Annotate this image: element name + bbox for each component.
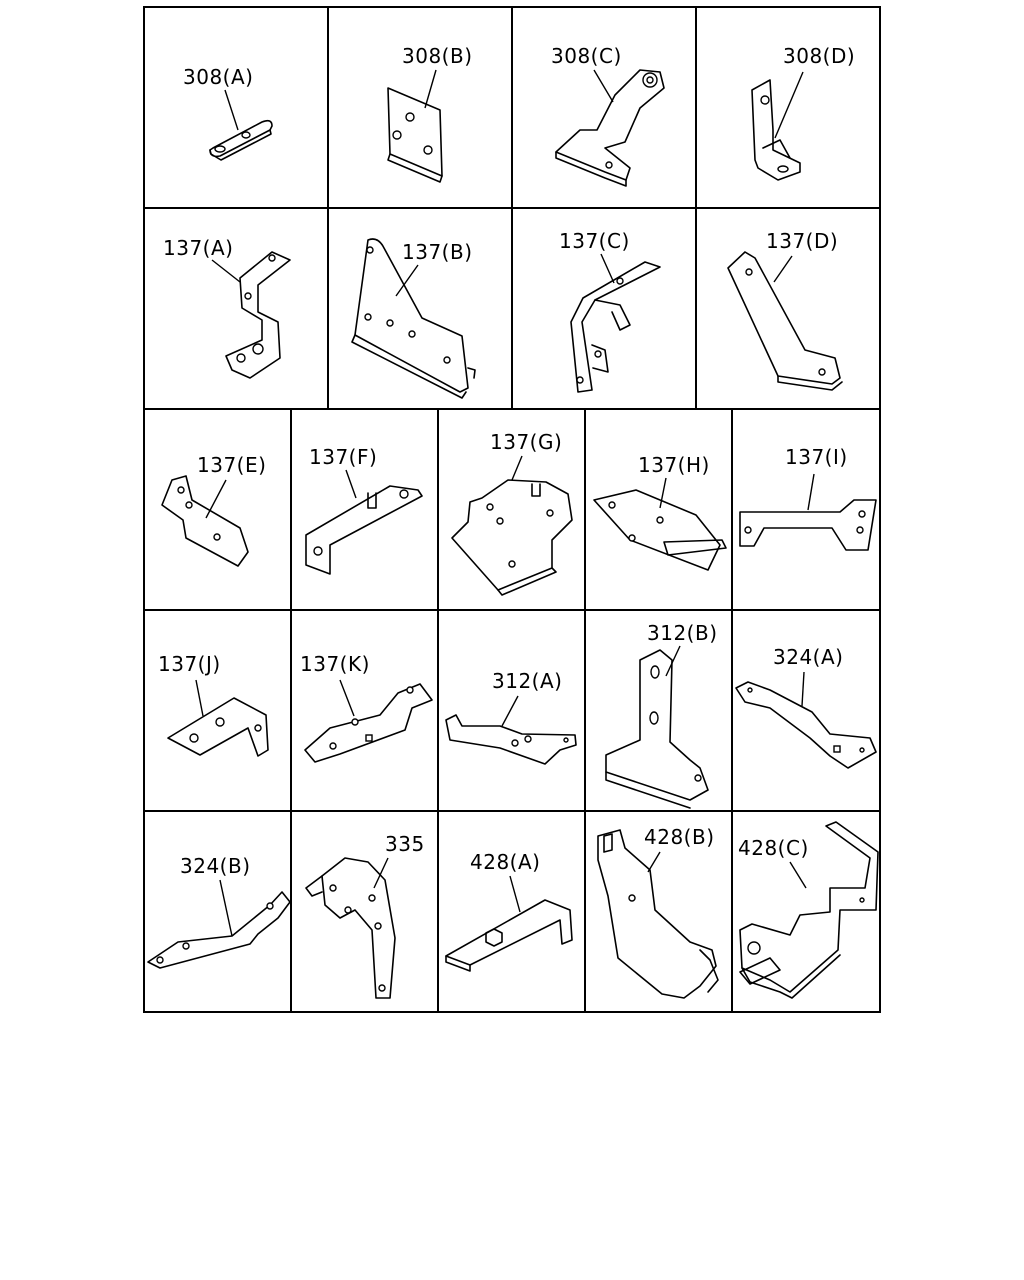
part-137a: 137(A) <box>163 236 291 379</box>
label-324b: 324(B) <box>180 854 251 878</box>
part-137d: 137(D) <box>727 229 843 391</box>
label-137a: 137(A) <box>163 236 233 260</box>
part-428c: 428(C) <box>738 821 879 999</box>
label-308d: 308(D) <box>783 44 855 68</box>
part-137f: 137(F) <box>305 445 423 575</box>
part-137k: 137(K) <box>300 652 433 763</box>
part-308c: 308(C) <box>551 44 665 187</box>
part-308b: 308(B) <box>387 44 473 183</box>
part-137c: 137(C) <box>559 229 661 393</box>
part-428b: 428(B) <box>597 825 719 999</box>
label-137b: 137(B) <box>402 240 473 264</box>
label-308a: 308(A) <box>183 65 253 89</box>
label-137d: 137(D) <box>766 229 838 253</box>
label-428c: 428(C) <box>738 836 809 860</box>
part-137j: 137(J) <box>158 652 269 757</box>
label-137c: 137(C) <box>559 229 630 253</box>
label-137f: 137(F) <box>309 445 377 469</box>
label-312b: 312(B) <box>647 621 718 645</box>
part-137h: 137(H) <box>593 453 727 571</box>
label-137h: 137(H) <box>638 453 710 477</box>
part-308a: 308(A) <box>183 65 273 161</box>
part-324b: 324(B) <box>147 854 291 969</box>
part-308d: 308(D) <box>751 44 855 181</box>
part-137g: 137(G) <box>451 430 573 596</box>
part-137e: 137(E) <box>161 453 266 567</box>
label-308c: 308(C) <box>551 44 622 68</box>
part-428a: 428(A) <box>445 850 573 972</box>
label-137e: 137(E) <box>197 453 266 477</box>
part-312a: 312(A) <box>445 669 577 765</box>
part-312b: 312(B) <box>605 621 718 809</box>
grid-lines <box>143 6 881 1013</box>
label-428a: 428(A) <box>470 850 540 874</box>
part-137i: 137(I) <box>739 445 877 551</box>
label-137k: 137(K) <box>300 652 370 676</box>
label-324a: 324(A) <box>773 645 843 669</box>
label-428b: 428(B) <box>644 825 715 849</box>
label-308b: 308(B) <box>402 44 473 68</box>
part-324a: 324(A) <box>735 645 877 769</box>
part-137b: 137(B) <box>351 238 476 399</box>
label-137i: 137(I) <box>785 445 848 469</box>
part-335: 335 <box>305 832 425 999</box>
label-335: 335 <box>385 832 425 856</box>
label-137g: 137(G) <box>490 430 562 454</box>
label-137j: 137(J) <box>158 652 221 676</box>
label-312a: 312(A) <box>492 669 562 693</box>
